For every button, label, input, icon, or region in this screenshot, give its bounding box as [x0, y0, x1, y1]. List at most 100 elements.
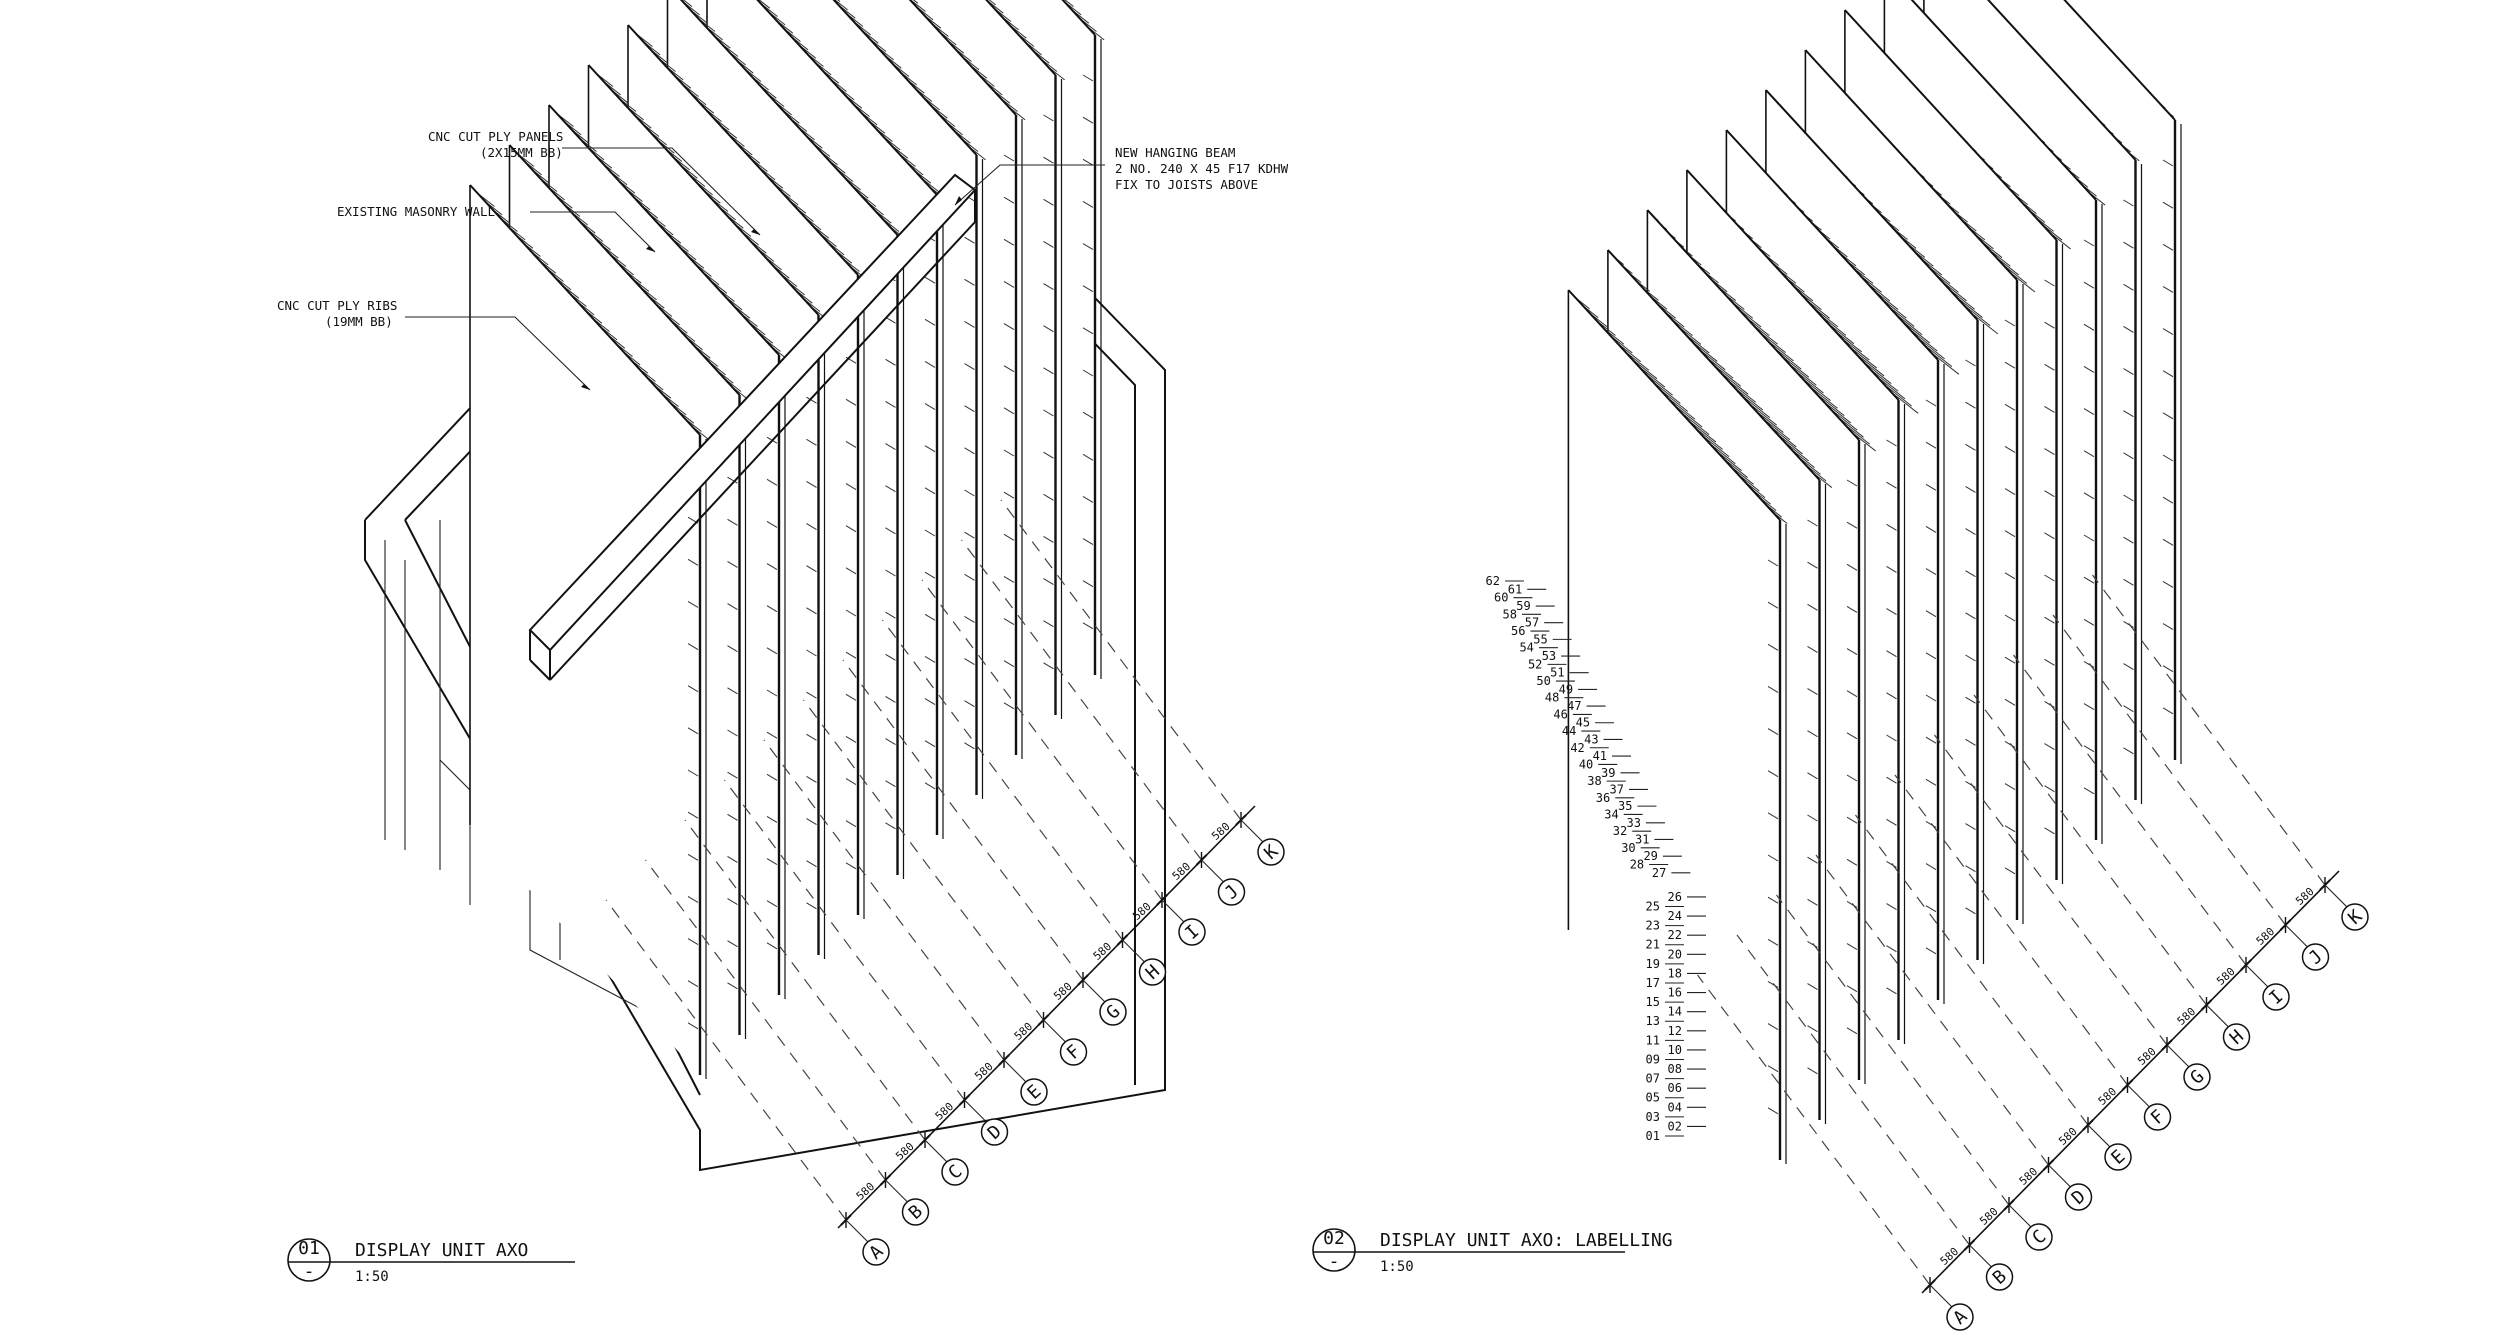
rib-tick — [2123, 325, 2134, 333]
rib-tick — [2123, 199, 2134, 207]
rib-label-29: 29 — [1643, 849, 1657, 863]
rib-tick — [2004, 488, 2016, 496]
dimension-value: 580 — [1012, 1020, 1035, 1043]
rib-tick — [2004, 698, 2016, 706]
rib-tick — [2004, 825, 2016, 833]
rib-tick — [1082, 116, 1094, 124]
rib-label-11: 11 — [1646, 1033, 1660, 1047]
rib-label-43: 43 — [1584, 732, 1598, 746]
rib-tick — [2123, 410, 2134, 418]
grid-bubble-h — [1138, 958, 1167, 986]
bubble-leader — [2206, 1004, 2229, 1028]
rib-tick — [845, 693, 857, 701]
dimension-value: 580 — [2254, 925, 2277, 948]
panel-top-edge — [508, 144, 741, 396]
rib-tick — [2044, 448, 2055, 456]
rib-tick — [1767, 980, 1779, 988]
rib-tick — [845, 778, 857, 786]
rib-tick — [1082, 538, 1094, 546]
setting-out-line-g — [842, 659, 1084, 981]
rib-tick — [1003, 702, 1015, 710]
rib-tick — [806, 649, 817, 657]
rib-tick — [1886, 650, 1897, 658]
rib-tick — [2083, 745, 2095, 753]
rib-tick — [1082, 200, 1094, 208]
rib-label-62: 62 — [1486, 574, 1500, 588]
grid-bubble-g — [2183, 1063, 2211, 1091]
grid-dimension-line-01: A580B580C580D580E580F580G580H580I580J580… — [837, 805, 1285, 1266]
rib-tick — [2083, 787, 2095, 795]
rib-tick — [1767, 854, 1779, 862]
rib-tick — [924, 445, 936, 453]
rib-tick — [885, 316, 896, 324]
rib-tick — [1925, 820, 1937, 828]
grid-bubble-b — [1985, 1263, 2014, 1291]
drawing-scale: 1:50 — [1380, 1259, 1414, 1275]
dimension-value: 580 — [972, 1060, 995, 1083]
rib-tick — [924, 318, 936, 326]
panel-top-edge — [1804, 49, 2018, 281]
rib-tick — [687, 600, 699, 608]
rib-tick — [1965, 865, 1976, 873]
rib-tick — [1767, 770, 1779, 778]
rib-tick — [885, 780, 896, 788]
rib-label-15: 15 — [1646, 995, 1660, 1009]
rib-tick — [1965, 612, 1976, 620]
rib-tick — [1767, 938, 1779, 946]
rib-tick — [806, 607, 817, 615]
dimension-value: 580 — [1130, 900, 1153, 923]
rib-tick — [1886, 692, 1897, 700]
rib-tick — [1003, 154, 1015, 162]
rib-tick — [1043, 325, 1054, 333]
rib-tick — [1807, 1067, 1818, 1075]
rib-tick — [766, 478, 778, 486]
rib-tick — [845, 735, 857, 743]
rib — [988, 0, 996, 6]
rib-tick — [1965, 485, 1976, 493]
rib-tick — [687, 769, 699, 777]
grid-bubble-e — [2104, 1143, 2132, 1171]
bubble-leader — [885, 1179, 908, 1203]
bubble-leader — [845, 1219, 869, 1243]
rib-tick — [1003, 280, 1015, 288]
panel-top-edge — [756, 0, 938, 196]
rib-tick — [924, 360, 936, 368]
bubble-leader — [2285, 924, 2308, 948]
rib-tick — [2044, 321, 2055, 329]
dimension-value: 580 — [1938, 1245, 1961, 1268]
dimension-value: 580 — [2096, 1085, 2119, 1108]
rib-tick — [1807, 603, 1818, 611]
rib-tick — [924, 571, 936, 579]
rib-tick — [1082, 243, 1094, 251]
panel-top-edge — [679, 0, 899, 236]
drawing-number-bubble — [287, 1238, 331, 1282]
rib-tick — [806, 480, 817, 488]
rib-label-42: 42 — [1570, 741, 1584, 755]
rib-tick — [2083, 323, 2095, 331]
bubble-leader — [1161, 899, 1185, 923]
rib-label-60: 60 — [1494, 591, 1508, 605]
rib-tick — [806, 396, 817, 404]
rib-tick — [2083, 281, 2095, 289]
setting-out-line-e — [763, 739, 1005, 1061]
rib-label-03: 03 — [1646, 1110, 1660, 1124]
rib-tick — [1886, 776, 1897, 784]
dimension-value: 580 — [933, 1100, 956, 1123]
rib-tick — [2004, 783, 2016, 791]
rib-tick — [687, 727, 699, 735]
rib-tick — [2004, 614, 2016, 622]
rib-tick — [924, 403, 936, 411]
rib-tick — [1767, 728, 1779, 736]
rib-tick — [885, 822, 896, 830]
drawing-number: 02 — [1323, 1228, 1345, 1249]
rib-tick — [1846, 985, 1858, 993]
rib-label-36: 36 — [1596, 791, 1610, 805]
drawing-title: DISPLAY UNIT AXO: LABELLING — [1380, 1230, 1673, 1251]
panel-top-edge — [1607, 249, 1821, 481]
rib-tick — [2044, 743, 2055, 751]
rib-tick — [885, 443, 896, 451]
rib-tick — [2083, 492, 2095, 500]
rib-tick — [1965, 780, 1976, 788]
rib-label-38: 38 — [1587, 774, 1601, 788]
rib-tick — [687, 558, 699, 566]
